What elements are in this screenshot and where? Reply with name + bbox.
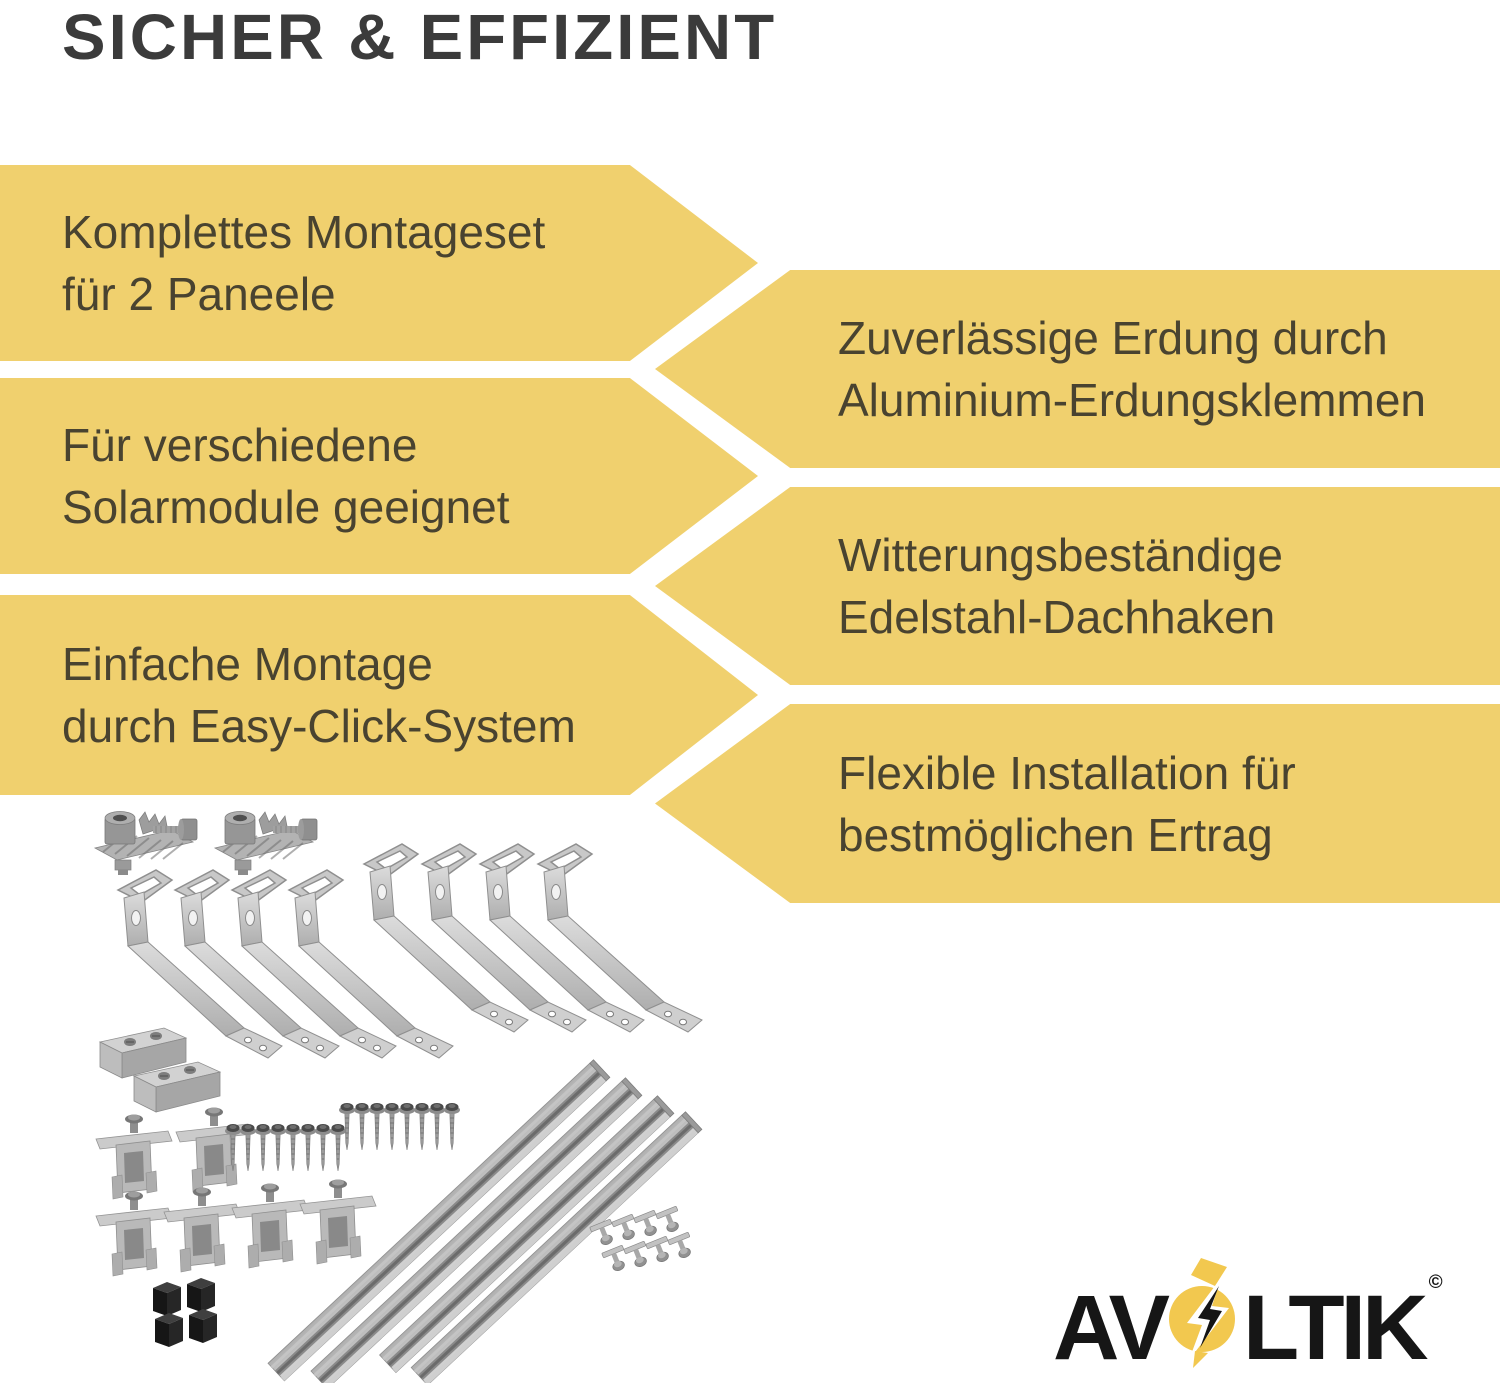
mid-clamp — [299, 1179, 377, 1265]
banner-line: Flexible Installation für — [838, 746, 1296, 799]
banner-line: Witterungsbeständige — [838, 529, 1283, 581]
lightning-bolt-icon — [1168, 1258, 1235, 1368]
banner-line: durch Easy-Click-System — [62, 700, 576, 752]
screw-row — [224, 1123, 347, 1172]
feature-banner-montageset: Komplettes Montageset für 2 Paneele — [0, 165, 758, 361]
logo-text-left: AV — [1053, 1277, 1170, 1379]
feature-banner-dachhaken: Witterungsbeständige Edelstahl-Dachhaken — [655, 487, 1500, 685]
mid-clamp — [95, 1191, 173, 1277]
mid-clamp — [231, 1183, 309, 1269]
mounting-rail — [410, 1111, 703, 1383]
feature-banner-easy-click: Einfache Montage durch Easy-Click-System — [0, 595, 758, 795]
mounting-rail — [378, 1095, 675, 1374]
grounding-clamp-assembly — [214, 810, 318, 876]
banner-line: Zuverlässige Erdung durch — [838, 312, 1388, 364]
screw-row — [338, 1102, 461, 1151]
banner-line: Einfache Montage — [62, 638, 433, 690]
banner-line: Solarmodule geeignet — [62, 481, 510, 533]
page-title: SICHER & EFFIZIENT — [62, 1, 778, 73]
banner-line: Für verschiedene — [62, 419, 418, 471]
end-cap — [153, 1282, 181, 1316]
end-cap — [189, 1309, 217, 1343]
grounding-clamp-assembly — [94, 810, 198, 876]
end-cap — [187, 1278, 215, 1312]
mid-clamp — [163, 1187, 241, 1273]
copyright-symbol: © — [1428, 1272, 1443, 1293]
brand-logo: AV LTIK © — [1053, 1256, 1443, 1374]
banner-line: Komplettes Montageset — [62, 206, 546, 258]
product-photo — [94, 810, 703, 1383]
banner-line: für 2 Paneele — [62, 268, 336, 320]
feature-banner-installation: Flexible Installation für bestmöglichen … — [655, 704, 1500, 903]
banner-line: Edelstahl-Dachhaken — [838, 591, 1276, 643]
feature-banner-solarmodule: Für verschiedene Solarmodule geeignet — [0, 378, 758, 574]
mounting-rail — [310, 1077, 643, 1383]
end-clamp — [175, 1107, 253, 1193]
mounting-rail — [267, 1059, 611, 1382]
banner-line: Aluminium-Erdungsklemmen — [838, 374, 1426, 426]
end-cap — [155, 1313, 183, 1347]
end-clamp — [95, 1114, 173, 1200]
roof-hook — [537, 843, 703, 1033]
feature-banner-erdung: Zuverlässige Erdung durch Aluminium-Erdu… — [655, 270, 1500, 468]
banner-line: bestmöglichen Ertrag — [838, 808, 1273, 861]
logo-text-right: LTIK — [1242, 1277, 1429, 1379]
